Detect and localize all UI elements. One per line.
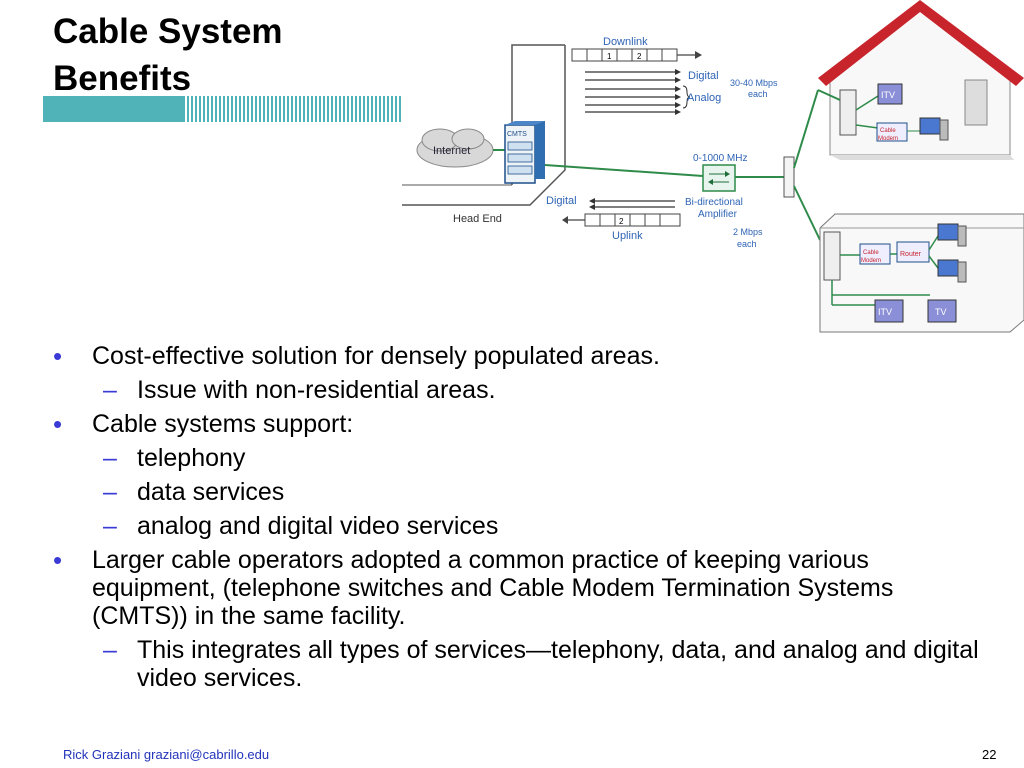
internet-cloud-icon: Internet (416, 128, 494, 168)
bullet-text: Cable systems support: (92, 410, 354, 438)
dash-marker: – (103, 636, 117, 664)
sub-bullet-text: data services (137, 478, 285, 506)
itv-top-label: ITV (881, 90, 895, 100)
bullet-list: • Cost-effective solution for densely po… (53, 336, 993, 692)
rate-up-label: 2 Mbps (733, 227, 763, 237)
downlink-ch-1: 1 (607, 52, 612, 61)
tv-bottom-2-icon (927, 299, 957, 323)
dash-marker: – (103, 512, 117, 540)
sub-bullet-item: – data services (53, 478, 993, 506)
amplifier-label: Amplifier (698, 209, 738, 220)
downlink-channel-box: Downlink 1 2 (571, 36, 702, 62)
tv-bottom-1-label: ITV (878, 307, 892, 317)
sub-bullet-item: – This integrates all types of services—… (53, 636, 993, 692)
footer-author: Rick Graziani graziani@cabrillo.edu (63, 747, 270, 762)
dash-marker: – (103, 376, 117, 404)
digital-top-label: Digital (688, 70, 719, 82)
bullet-text: Larger cable operators adopted a common … (92, 546, 894, 630)
bullet-item: • Cable systems support: (53, 410, 993, 438)
sub-bullet-text: This integrates all types of services—te… (137, 636, 979, 692)
pc-bottom-2-icon (937, 259, 959, 277)
bullet-item: • Larger cable operators adopted a commo… (53, 546, 993, 630)
title-line-2: Benefits (53, 59, 192, 98)
rate-up-each: each (737, 239, 757, 249)
digital-bottom-label: Digital (546, 195, 577, 207)
cmts-label: CMTS (507, 131, 527, 138)
bullet-item: • Cost-effective solution for densely po… (53, 342, 993, 370)
sub-bullet-item: – analog and digital video services (53, 512, 993, 540)
dash-marker: – (103, 444, 117, 472)
pc-top-icon (919, 117, 941, 135)
analog-label: Analog (687, 92, 721, 104)
page-number: 22 (982, 747, 997, 762)
slide-title: Cable System Benefits (53, 8, 283, 102)
amplifier-icon: 0-1000 MHz Bi-directional Amplifier (685, 153, 747, 220)
sub-bullet-text: telephony (137, 444, 246, 472)
sub-bullet-text: Issue with non-residential areas. (137, 376, 496, 404)
downstream-arrows: Digital Analog 30-40 Mbps each (585, 69, 778, 115)
downlink-ch-2: 2 (637, 52, 642, 61)
freq-label: 0-1000 MHz (693, 153, 747, 164)
sub-bullet-text: analog and digital video services (137, 512, 499, 540)
uplink-label: Uplink (612, 230, 643, 242)
cable-modem-top-cable: Cable (880, 128, 896, 134)
title-line-1: Cable System (53, 12, 283, 51)
router-icon (896, 241, 930, 263)
uplink-channel-box: Digital 2 Uplink 2 Mbps each (546, 195, 763, 249)
sub-bullet-item: – telephony (53, 444, 993, 472)
tv-bottom-1-icon (874, 299, 904, 323)
dash-marker: – (103, 478, 117, 506)
router-label: Router (900, 251, 922, 258)
bullet-text: Cost-effective solution for densely popu… (92, 342, 660, 370)
sub-bullet-item: – Issue with non-residential areas. (53, 376, 993, 404)
head-end-label: Head End (453, 213, 502, 225)
bullet-marker: • (53, 341, 63, 371)
rate-down-each: each (748, 89, 768, 99)
cable-system-diagram: Internet Head End CMTS Downlink 1 2 (402, 0, 1024, 333)
bullet-marker: • (53, 545, 63, 575)
internet-label: Internet (433, 145, 470, 157)
rate-down-label: 30-40 Mbps (730, 78, 778, 88)
cable-modem-bottom-cable: Cable (863, 250, 879, 256)
splitter-icon (783, 89, 821, 241)
cable-modem-top-modem: Modem (878, 136, 898, 142)
bi-directional-label: Bi-directional (685, 197, 743, 208)
cable-modem-top-icon (876, 122, 908, 142)
itv-top-icon (877, 83, 903, 105)
cmts-rack-icon: CMTS (504, 121, 545, 184)
house-top: ITV Cable Modem (817, 0, 1024, 160)
bullet-marker: • (53, 409, 63, 439)
title-decor-bar (43, 96, 403, 122)
office-building: Cable Modem Router ITV TV (819, 213, 1024, 333)
downlink-label: Downlink (603, 36, 648, 48)
uplink-ch-2: 2 (619, 217, 624, 226)
pc-bottom-1-icon (937, 223, 959, 241)
tv-bottom-2-label: TV (935, 307, 947, 317)
cable-modem-bottom-modem: Modem (861, 258, 881, 264)
